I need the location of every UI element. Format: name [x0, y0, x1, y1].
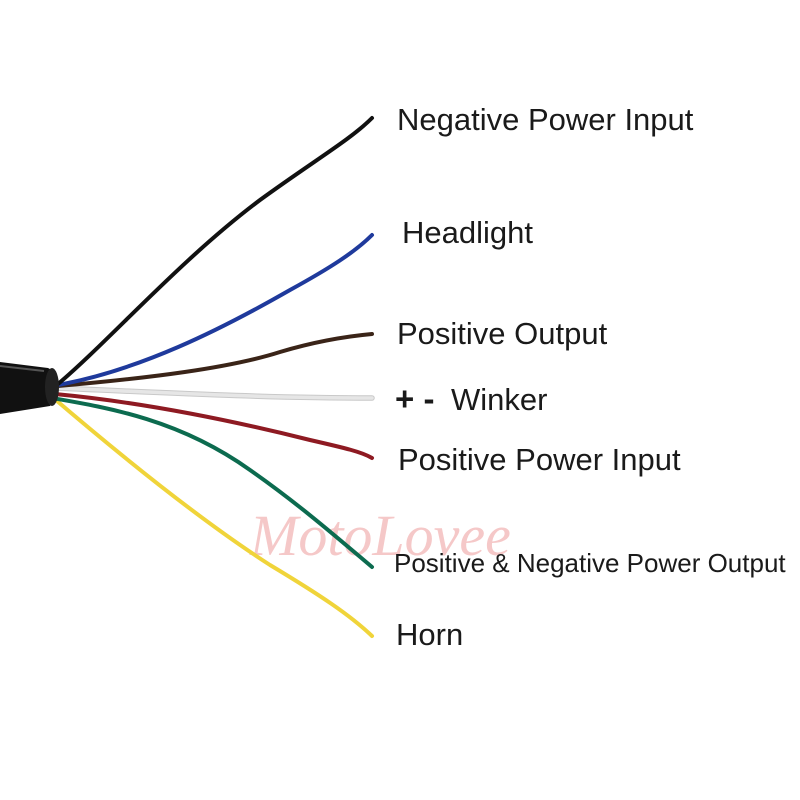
- label-pos-neg-power-output: Positive & Negative Power Output: [394, 548, 786, 578]
- label-positive-power-input: Positive Power Input: [398, 442, 681, 477]
- cable-jacket: [0, 362, 59, 414]
- label-winker-prefix: + -: [395, 380, 434, 417]
- wires: [48, 116, 375, 638]
- wire-blue: [56, 233, 374, 387]
- wire-brown: [56, 332, 374, 388]
- label-positive-output: Positive Output: [397, 316, 608, 351]
- wire-white: [53, 386, 374, 400]
- watermark-logo: MotoLovee: [249, 503, 511, 568]
- wire-yellow: [48, 393, 374, 638]
- wire-green: [50, 396, 374, 569]
- wire-labels: Negative Power Input Headlight Positive …: [394, 102, 786, 652]
- label-horn: Horn: [396, 617, 463, 652]
- wire-red: [53, 392, 374, 460]
- label-negative-power-input: Negative Power Input: [397, 102, 694, 137]
- label-headlight: Headlight: [402, 215, 533, 250]
- label-winker: Winker: [451, 382, 547, 417]
- wire-black: [56, 116, 374, 386]
